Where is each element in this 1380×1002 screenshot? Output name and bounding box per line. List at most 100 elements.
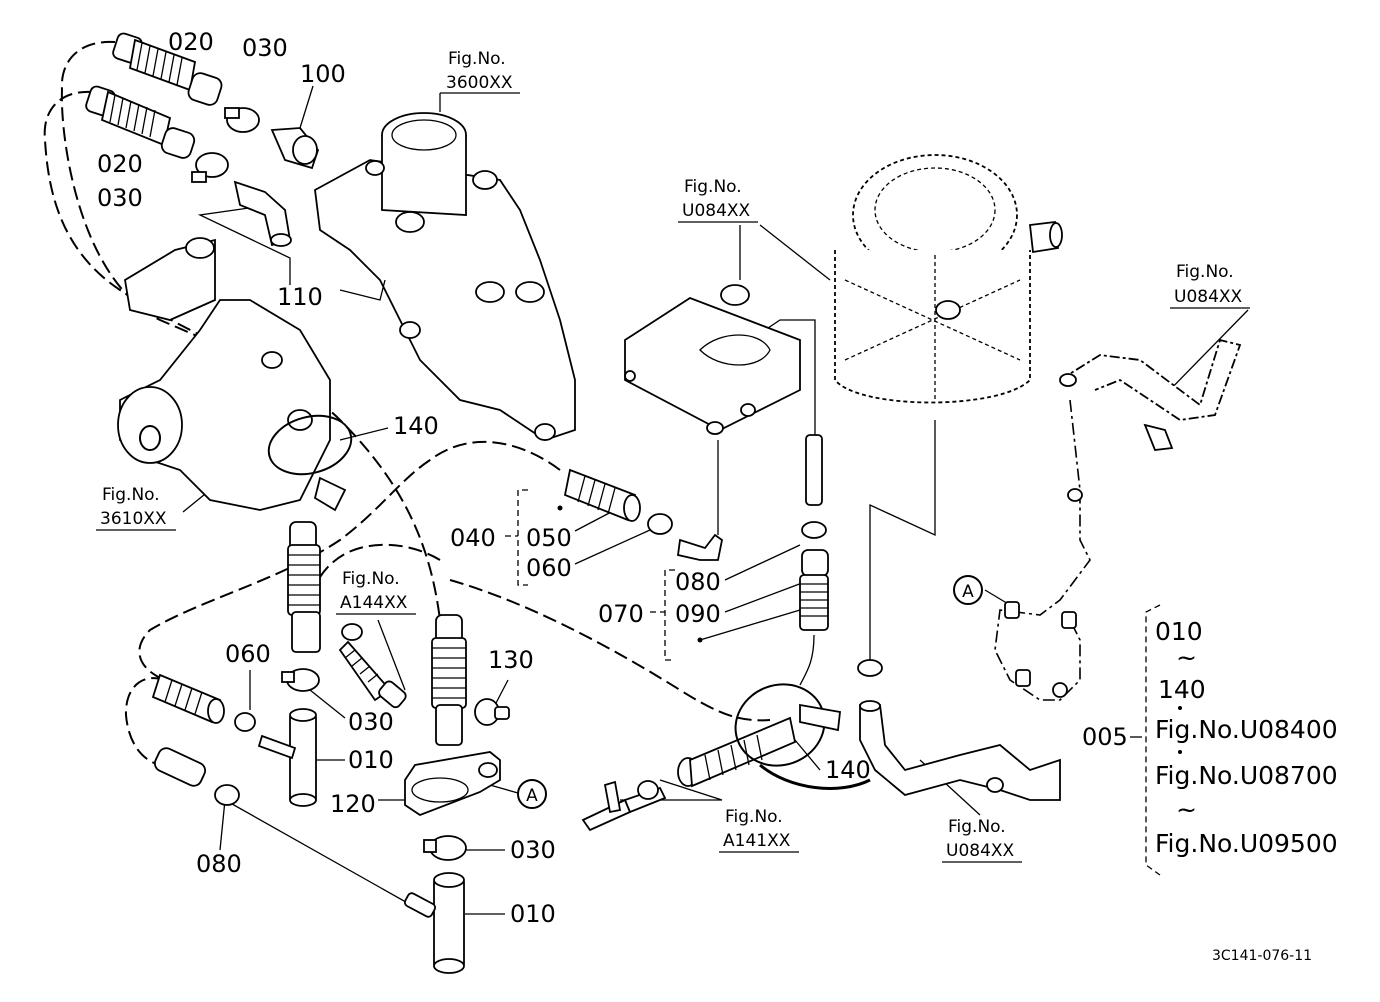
clamp-060-upper bbox=[647, 513, 673, 535]
hose-band-140-lower bbox=[734, 683, 841, 767]
hose-band-140-upper bbox=[267, 414, 353, 512]
legend-tilde-2: ~ bbox=[1176, 795, 1197, 824]
fitting-130 bbox=[474, 698, 510, 726]
thin-pipe-bottom-left bbox=[224, 799, 421, 911]
pipe-080-lower bbox=[154, 747, 206, 787]
hose-020-lower bbox=[85, 85, 196, 159]
line-090 bbox=[724, 579, 811, 613]
line-140a bbox=[339, 427, 389, 441]
callout-030-upper: 030 bbox=[242, 34, 288, 62]
black-hose-arc bbox=[759, 763, 871, 790]
legend-fig-1: Fig.No.U08400 bbox=[1155, 715, 1338, 744]
bracket-120 bbox=[404, 751, 501, 817]
callout-040: 040 bbox=[450, 524, 496, 552]
svg-text:U084XX: U084XX bbox=[946, 841, 1015, 861]
dot-090 bbox=[697, 637, 703, 643]
fitting-100 bbox=[270, 127, 320, 170]
bracket-u084 bbox=[994, 338, 1242, 701]
thermostat-housing bbox=[314, 112, 576, 441]
air-cleaner bbox=[834, 154, 1063, 404]
thin-hose-090-lower bbox=[799, 634, 815, 686]
callout-140-upper: 140 bbox=[393, 412, 439, 440]
callout-080-lower: 080 bbox=[196, 850, 242, 878]
legend-range-start: 010 bbox=[1155, 617, 1203, 646]
callout-080-upper: 080 bbox=[675, 568, 721, 596]
line-030c bbox=[309, 689, 346, 719]
svg-text:A144XX: A144XX bbox=[340, 593, 408, 613]
legend-fig-2: Fig.No.U08700 bbox=[1155, 761, 1338, 790]
hose-020-upper bbox=[112, 32, 223, 106]
figref-u084xx-top: Fig.No. U084XX bbox=[678, 177, 758, 223]
line-zigzag bbox=[869, 420, 936, 660]
pipe-010-left bbox=[289, 708, 317, 807]
callout-060-upper: 060 bbox=[526, 554, 572, 582]
callout-100: 100 bbox=[300, 60, 346, 88]
dashed-hose-path-lower bbox=[309, 543, 441, 601]
group-bracket-040 bbox=[505, 489, 528, 586]
callout-140-lower: 140 bbox=[825, 756, 871, 784]
dot-050 bbox=[557, 505, 563, 511]
svg-text:Fig.No.: Fig.No. bbox=[342, 569, 400, 589]
legend-005: 005 010 ~ 140 Fig.No.U08400 Fig.No.U0870… bbox=[1082, 604, 1338, 876]
dashed-hose-path-bottom-left bbox=[124, 677, 166, 766]
line-figU084b bbox=[1159, 309, 1249, 401]
svg-text:A: A bbox=[962, 582, 974, 602]
line-090b bbox=[699, 609, 801, 641]
line-figU084a bbox=[739, 224, 831, 281]
figref-a144xx: Fig.No. A144XX bbox=[336, 569, 416, 615]
group-bracket-070 bbox=[650, 569, 675, 661]
legend-tilde-1: ~ bbox=[1176, 643, 1197, 672]
mounting-plate-u084 bbox=[624, 284, 801, 435]
line-080b bbox=[219, 799, 226, 851]
water-pump bbox=[117, 237, 331, 511]
callout-060-lower: 060 bbox=[225, 640, 271, 668]
hose-a144 bbox=[338, 623, 407, 709]
hose-050 bbox=[563, 468, 641, 522]
hose-090 bbox=[799, 549, 829, 631]
callout-070: 070 bbox=[598, 600, 644, 628]
callout-010-bottom: 010 bbox=[510, 900, 556, 928]
svg-text:U084XX: U084XX bbox=[1174, 287, 1243, 307]
pipe-lower-left-small bbox=[257, 734, 297, 760]
clamp-030-upper bbox=[224, 107, 260, 133]
dashed-hose-path-middle bbox=[138, 440, 561, 681]
diagram-code: 3C141-076-11 bbox=[1212, 948, 1312, 964]
hose-u084-lower bbox=[857, 659, 1061, 801]
figref-u084xx-right: Fig.No. U084XX bbox=[1170, 262, 1250, 309]
figref-u084xx-bottom: Fig.No. U084XX bbox=[942, 817, 1022, 863]
clamp-030-bottom bbox=[423, 835, 467, 861]
line-080a bbox=[724, 544, 801, 581]
svg-text:Fig.No.: Fig.No. bbox=[725, 807, 783, 827]
callout-120: 120 bbox=[330, 790, 376, 818]
pipe-end-bottom-left bbox=[403, 892, 437, 918]
marker-a-right: A bbox=[953, 575, 983, 605]
svg-text:3600XX: 3600XX bbox=[446, 73, 513, 93]
callout-090: 090 bbox=[675, 600, 721, 628]
callout-110: 110 bbox=[277, 283, 323, 311]
clamp-030-lower-left bbox=[281, 668, 320, 692]
clamp-a141 bbox=[637, 780, 659, 800]
pipe-080-upper bbox=[805, 434, 823, 506]
svg-text:Fig.No.: Fig.No. bbox=[448, 49, 506, 69]
line-figA144 bbox=[377, 619, 406, 691]
elbow-fitting-110 bbox=[233, 180, 292, 247]
svg-text:A: A bbox=[526, 786, 538, 806]
line-130 bbox=[494, 679, 509, 706]
svg-text:Fig.No.: Fig.No. bbox=[1176, 262, 1234, 282]
fitting-u084-elbow bbox=[676, 533, 723, 561]
clamp-030-lower bbox=[191, 152, 229, 183]
hose-center-vertical bbox=[431, 614, 467, 746]
figref-a141xx: Fig.No. A141XX bbox=[719, 807, 799, 853]
hose-lower-left-diagonal bbox=[151, 673, 225, 724]
svg-text:Fig.No.: Fig.No. bbox=[684, 177, 742, 197]
callout-020-upper: 020 bbox=[168, 28, 214, 56]
line-to-100 bbox=[299, 85, 314, 129]
marker-a-lower: A bbox=[517, 779, 547, 809]
line-to-110 bbox=[197, 204, 291, 285]
callout-010-left: 010 bbox=[348, 746, 394, 774]
legend-range-end: 140 bbox=[1158, 675, 1206, 704]
svg-text:U084XX: U084XX bbox=[682, 201, 751, 221]
callout-030-lower: 030 bbox=[97, 184, 143, 212]
